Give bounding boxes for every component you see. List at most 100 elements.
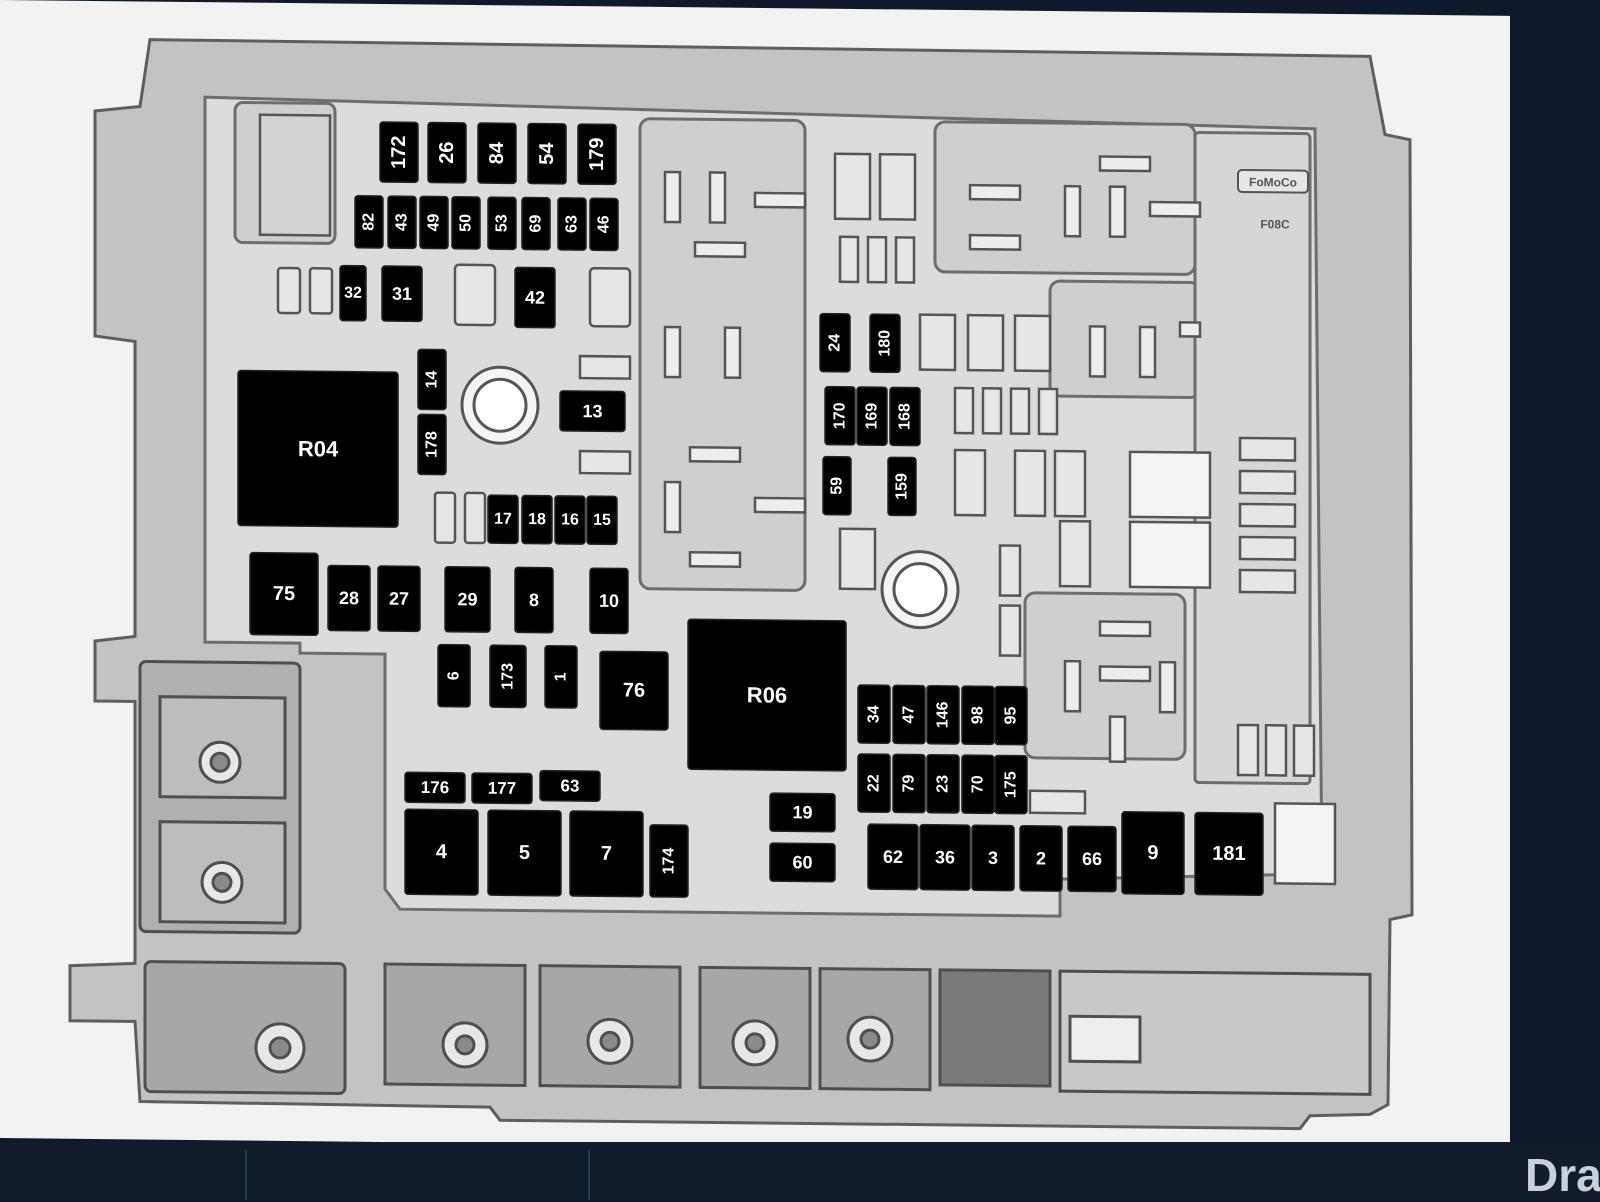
fuse-body: [869, 313, 901, 374]
fuse-label: 42: [525, 287, 545, 307]
fuse-label: 7: [601, 843, 612, 865]
fuse-76: 76: [599, 650, 669, 731]
fuse-75: 75: [249, 551, 319, 637]
fuse-body: [971, 824, 1015, 892]
fuse-body: [994, 685, 1028, 746]
fuse-label: R06: [747, 682, 787, 707]
fuse-label: 31: [392, 284, 412, 304]
fuse-body: [589, 567, 629, 635]
fuse-label: 2: [1036, 848, 1046, 868]
fuse-label: 170: [832, 402, 849, 429]
screen-bottom-bar: [0, 1142, 1600, 1200]
fuse-34: 34: [857, 684, 891, 745]
fuse-label: 50: [458, 214, 475, 232]
fuse-176: 176: [404, 771, 466, 804]
fuse-13: 13: [559, 390, 626, 433]
fuse-body: [444, 565, 491, 633]
fuse-label: 70: [970, 775, 987, 793]
fuse-label: 82: [361, 213, 378, 231]
fuse-19: 19: [769, 792, 836, 833]
fuse-4: 4: [404, 808, 479, 896]
fuse-body: [377, 565, 421, 633]
fuse-label: 180: [877, 330, 894, 357]
fuse-label: 179: [586, 137, 608, 171]
fuse-body: [237, 369, 399, 528]
fuse-label: 66: [1082, 849, 1102, 869]
fuse-body: [521, 196, 551, 251]
fuse-174: 174: [649, 824, 689, 898]
fuse-body: [1121, 811, 1185, 896]
fuse-label: 27: [389, 589, 409, 609]
fuse-body: [417, 348, 447, 411]
bar-divider: [588, 1150, 590, 1200]
fuse-body: [471, 772, 533, 805]
fuse-173: 173: [489, 644, 527, 709]
fuse-54: 54: [527, 122, 567, 185]
fuse-body: [586, 495, 618, 546]
fuse-body: [889, 386, 921, 447]
fuse-label: 34: [866, 705, 883, 723]
fuse-body: [559, 390, 626, 433]
fuse-181: 181: [1194, 811, 1264, 896]
fuse-label: 181: [1212, 843, 1245, 865]
fuse-label: 5: [519, 842, 530, 864]
fuse-43: 43: [387, 195, 417, 250]
fuse-body: [857, 684, 891, 745]
fuse-label: 10: [599, 591, 619, 611]
fuse-body: [994, 754, 1028, 815]
fuse-body: [381, 265, 423, 323]
fuse-label: 23: [935, 775, 952, 793]
fuse-body: [961, 754, 995, 815]
fuse-84: 84: [477, 122, 517, 185]
fuse-body: [577, 123, 617, 186]
fuse-body: [822, 455, 852, 516]
fuse-label: 62: [883, 847, 903, 867]
fuse-label: 13: [582, 401, 602, 421]
fuse-label: 159: [894, 473, 911, 500]
stud-bolts: [460, 365, 960, 630]
fuse-body: [769, 842, 836, 883]
fuse-label: 63: [561, 776, 580, 795]
fuse-label: 175: [1003, 771, 1020, 798]
fuse-label: 76: [623, 680, 645, 702]
fuse-body: [687, 618, 847, 772]
fuse-label: 36: [935, 847, 955, 867]
fuse-172: 172: [379, 121, 419, 184]
fuse-label: 63: [564, 215, 581, 233]
fuse-body: [961, 685, 995, 746]
fuse-body: [514, 266, 556, 329]
fuse-body: [404, 771, 466, 804]
fuse-label: 43: [394, 213, 411, 231]
fuse-body: [539, 769, 601, 803]
fuse-22: 22: [857, 753, 891, 814]
fuse-label: 176: [421, 778, 449, 797]
fuse-body: [427, 121, 467, 184]
fuse-body: [919, 823, 971, 891]
fuse-label: 75: [273, 583, 295, 605]
empty-slots: [258, 113, 1337, 886]
fuse-body: [867, 823, 919, 891]
fuse-label: 95: [1003, 706, 1020, 724]
fuse-3: 3: [971, 824, 1015, 892]
fuse-label: 60: [792, 852, 812, 872]
fuse-7: 7: [569, 810, 644, 898]
fuse-body: [824, 385, 856, 446]
fuse-body: [599, 650, 669, 731]
bottom-terminal-row: [143, 960, 1372, 1096]
left-terminal-block: [138, 660, 302, 935]
fuse-body: [417, 413, 447, 476]
fuse-label: 146: [935, 701, 952, 728]
fuse-label: 177: [488, 779, 516, 798]
fuse-label: 8: [529, 590, 539, 610]
fuse-98: 98: [961, 685, 995, 746]
fuse-body: [477, 122, 517, 185]
fuse-body: [419, 195, 449, 250]
fuse-label: 9: [1147, 842, 1158, 864]
fuse-label: 169: [864, 403, 881, 430]
fuse-body: [521, 494, 553, 545]
fuse-175: 175: [994, 754, 1028, 815]
fuse-47: 47: [892, 684, 926, 745]
fuse-63: 63: [539, 769, 601, 803]
